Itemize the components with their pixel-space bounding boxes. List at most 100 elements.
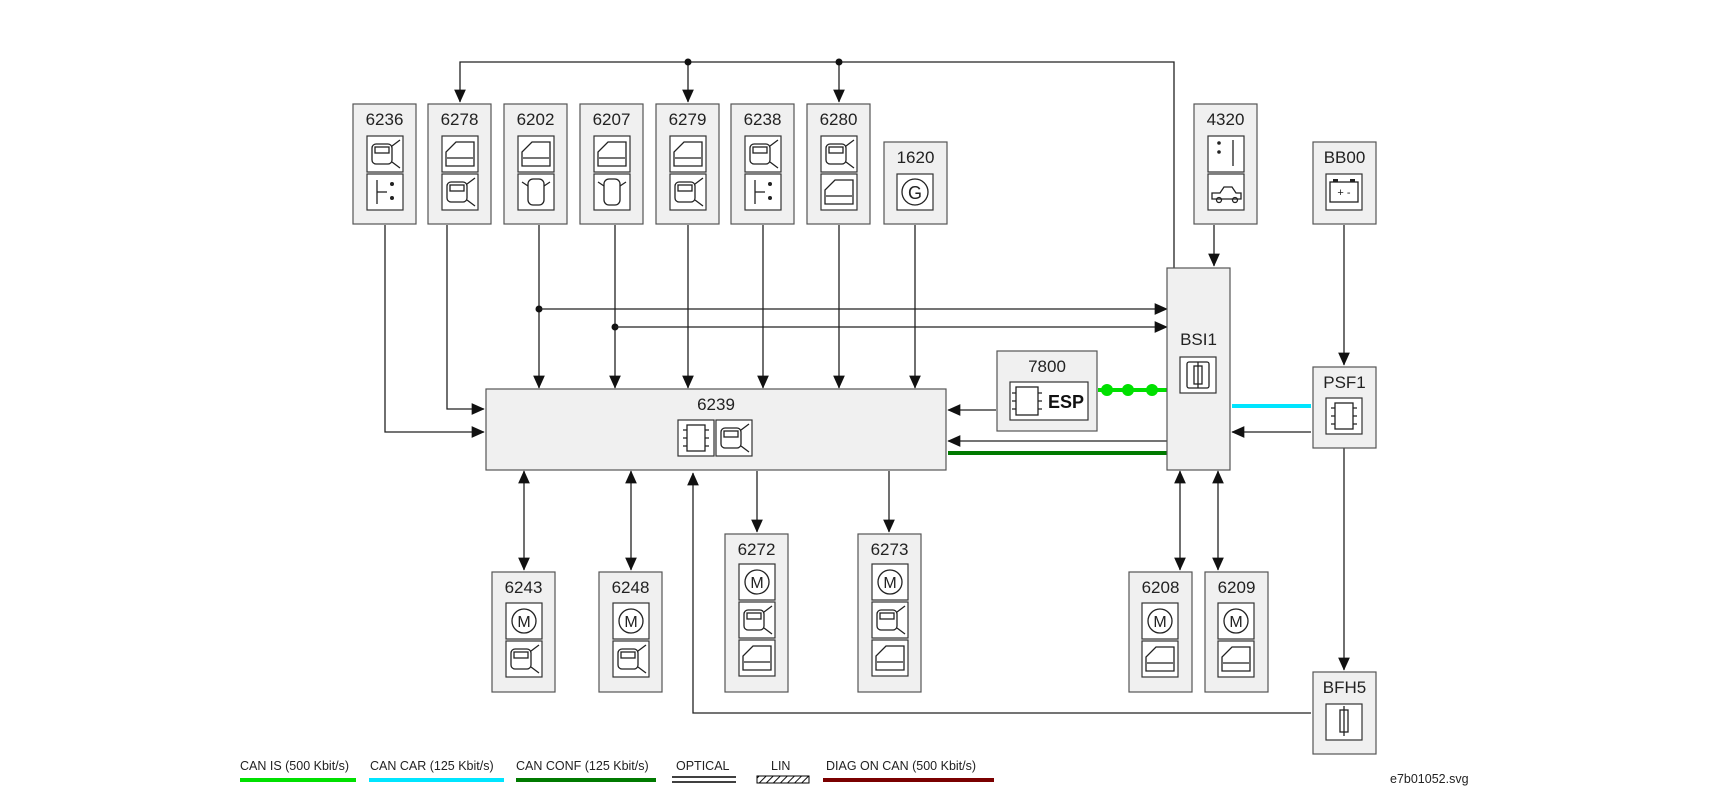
generator-letter: G: [908, 183, 922, 203]
module-6208-label: 6208: [1142, 578, 1180, 597]
legend-label: CAN CONF (125 Kbit/s): [516, 759, 649, 773]
module-BFH5: BFH5: [1312, 671, 1377, 755]
switch-icon: [376, 180, 394, 204]
legend-label: LIN: [771, 759, 790, 773]
motor-icon: M: [744, 569, 770, 595]
motor-icon: M: [618, 608, 644, 634]
module-6273: 6273 M: [857, 533, 922, 693]
module-6248: 6248 M: [598, 571, 663, 693]
window-icon: [875, 645, 905, 671]
module-6243: 6243 M: [491, 571, 556, 693]
ecu-chip-icon: [683, 424, 709, 452]
module-7800: 7800 ESP: [996, 350, 1098, 432]
car-door-icon: [743, 605, 773, 635]
module-6239: 6239: [485, 388, 947, 471]
motor-icon: M: [1223, 608, 1249, 634]
car-door-icon: [371, 139, 401, 169]
car-door-icon: [825, 139, 855, 169]
generator-icon: G: [901, 178, 929, 206]
fuse-icon: [1339, 706, 1349, 736]
window-icon: [1221, 646, 1251, 672]
module-BB00-label: BB00: [1324, 148, 1366, 167]
module-PSF1-label: PSF1: [1323, 373, 1366, 392]
module-6279: 6279: [655, 103, 720, 225]
legend-label: CAN CAR (125 Kbit/s): [370, 759, 494, 773]
module-6279-label: 6279: [669, 110, 707, 129]
legend-can-conf: CAN CONF (125 Kbit/s): [516, 759, 656, 782]
battery-signs: + -: [1337, 187, 1350, 199]
motor-letter: M: [624, 614, 637, 631]
car-door-icon: [876, 605, 906, 635]
window-icon: [597, 141, 627, 167]
module-BSI1: BSI1: [1166, 267, 1231, 471]
module-6207-label: 6207: [593, 110, 631, 129]
legend: CAN IS (500 Kbit/s) CAN CAR (125 Kbit/s)…: [240, 759, 994, 784]
esp-label: ESP: [1048, 392, 1084, 412]
window-icon: [673, 141, 703, 167]
legend-lin: LIN: [756, 759, 810, 784]
legend-can-car: CAN CAR (125 Kbit/s): [369, 759, 504, 782]
module-6209: 6209 M: [1204, 571, 1269, 693]
window-icon: [445, 141, 475, 167]
ecu-chip-icon: [1012, 386, 1042, 416]
car-door-icon: [720, 423, 750, 453]
module-6280-label: 6280: [820, 110, 858, 129]
module-6238: 6238: [730, 103, 795, 225]
module-6278-label: 6278: [441, 110, 479, 129]
fuse-chip-icon: [1186, 361, 1210, 389]
battery-icon: + -: [1329, 179, 1359, 203]
module-6272-label: 6272: [738, 540, 776, 559]
module-6209-label: 6209: [1218, 578, 1256, 597]
module-BSI1-label: BSI1: [1180, 330, 1217, 349]
car-door-icon: [446, 177, 476, 207]
switch-icon: [754, 180, 772, 204]
window-icon: [824, 179, 854, 205]
module-1620: 1620 G: [883, 141, 948, 225]
motor-letter: M: [1229, 614, 1242, 631]
legend-optical: OPTICAL: [672, 759, 736, 783]
module-6278: 6278: [427, 103, 492, 225]
motor-icon: M: [877, 569, 903, 595]
module-7800-label: 7800: [1028, 357, 1066, 376]
mirror-car-icon: [521, 178, 551, 206]
module-6236-label: 6236: [366, 110, 404, 129]
module-PSF1: PSF1: [1312, 366, 1377, 449]
motor-letter: M: [883, 575, 896, 592]
motor-icon: M: [1147, 608, 1173, 634]
module-4320: 4320: [1193, 103, 1258, 225]
module-6238-label: 6238: [744, 110, 782, 129]
motor-icon: M: [511, 608, 537, 634]
window-icon: [521, 141, 551, 167]
module-6280: 6280: [806, 103, 871, 225]
module-6239-label: 6239: [697, 395, 735, 414]
module-6236: 6236: [352, 103, 417, 225]
car-door-icon: [674, 177, 704, 207]
module-6207: 6207: [579, 103, 644, 225]
wires: [384, 58, 1350, 714]
module-6243-label: 6243: [505, 578, 543, 597]
module-BB00: BB00 + -: [1312, 141, 1377, 225]
motor-letter: M: [517, 614, 530, 631]
ecu-chip-icon: [1331, 402, 1357, 430]
module-6202: 6202: [503, 103, 568, 225]
module-BFH5-label: BFH5: [1323, 678, 1366, 697]
window-icon: [742, 645, 772, 671]
file-reference: e7b01052.svg: [1390, 772, 1469, 786]
motor-letter: M: [750, 575, 763, 592]
module-6202-label: 6202: [517, 110, 555, 129]
module-1620-label: 1620: [897, 148, 935, 167]
legend-diag-on-can: DIAG ON CAN (500 Kbit/s): [823, 759, 994, 782]
car-door-icon: [749, 139, 779, 169]
car-door-icon: [617, 644, 647, 674]
car-door-icon: [510, 644, 540, 674]
legend-label: CAN IS (500 Kbit/s): [240, 759, 349, 773]
mirror-car-icon: [597, 178, 627, 206]
car-side-icon: [1211, 186, 1242, 204]
window-icon: [1145, 646, 1175, 672]
legend-label: DIAG ON CAN (500 Kbit/s): [826, 759, 976, 773]
motor-letter: M: [1153, 614, 1166, 631]
contact-switch-icon: [1217, 140, 1234, 166]
module-6208: 6208 M: [1128, 571, 1193, 693]
module-6273-label: 6273: [871, 540, 909, 559]
